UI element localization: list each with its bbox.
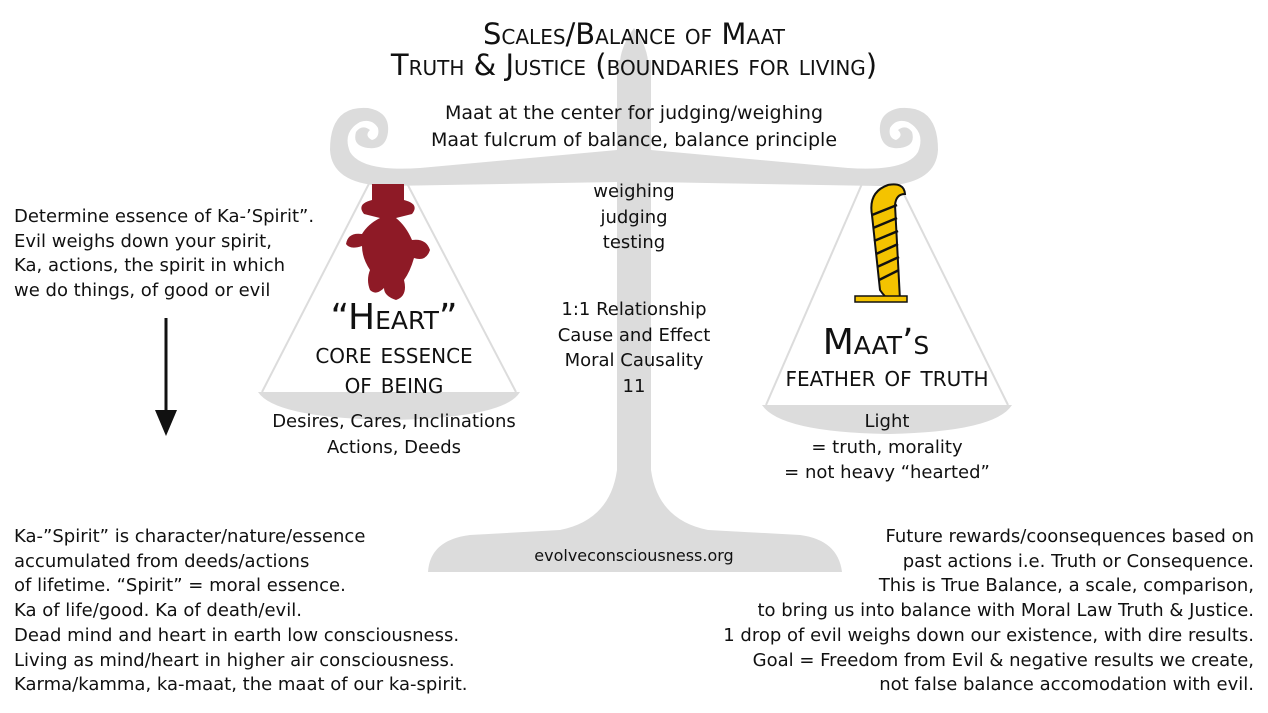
relationship-item: Moral Causality [564,350,704,371]
bottom-left-text: Ka-”Spirit” is character/nature/essence … [14,525,468,698]
feather-icon [854,183,908,303]
feather-heading: Maat’s [822,322,930,363]
feather-desc-line: Light [864,411,910,432]
heart-icon [346,184,430,300]
center-process: weighing judging testing [534,179,734,256]
heart-sub-2: of being [344,367,444,400]
bottom-right-line: not false balance accomodation with evil… [879,674,1254,696]
scale-beam [330,107,938,186]
bottom-right-line: This is True Balance, a scale, compariso… [878,575,1254,597]
subtitle-line: Maat fulcrum of balance, balance princip… [430,129,838,151]
heart-heading: “Heart” [330,297,458,338]
left-pan-string [399,169,517,393]
right-pan-string [765,169,869,406]
title-line-2: Truth & Justice (boundaries for living) [390,48,878,82]
relationship-item: 1:1 Relationship [561,299,707,320]
website-link[interactable]: evolveconsciousness.org [534,546,734,565]
bottom-left-line: Dead mind and heart in earth low conscio… [14,624,460,646]
scale-right-pan [762,405,1012,434]
relationship-item: Cause and Effect [557,324,711,346]
heart-desc-line: Actions, Deeds [326,436,461,458]
bottom-left-line: Karma/kamma, ka-maat, the maat of our ka… [14,674,468,696]
feather-description: Light = truth, morality = not heavy “hea… [737,409,1037,486]
bottom-left-line: Ka-”Spirit” is character/nature/essence [14,526,366,547]
process-item: testing [602,232,666,253]
left-note-line: Determine essence of Ka-’Spirit”. [14,206,315,227]
heart-sub-1: core essence [315,337,473,370]
bottom-left-line: of lifetime. “Spirit” = moral essence. [14,575,346,597]
scale-finial [619,28,649,70]
left-note-line: Evil weighs down your spirit, [14,230,272,252]
feather-desc-line: = not heavy “hearted” [784,462,990,483]
subtitle: Maat at the center for judging/weighing … [384,100,884,154]
process-item: weighing [593,181,675,202]
scale-left-pan [258,392,520,420]
title-line-1: Scales/Balance of Maat [482,17,786,51]
bottom-right-line: Future rewards/coonsequences based on [885,526,1254,547]
right-pan-string [891,169,1009,406]
bottom-left-line: accumulated from deeds/actions [14,550,310,572]
left-pan-string [261,169,377,393]
relationship-item: 11 [622,375,646,397]
process-item: judging [600,206,668,228]
bottom-right-line: 1 drop of evil weighs down our existence… [723,624,1254,646]
heart-desc-line: Desires, Cares, Inclinations [272,411,516,432]
bottom-right-line: Goal = Freedom from Evil & negative resu… [752,649,1254,671]
heart-description: Desires, Cares, Inclinations Actions, De… [244,409,544,460]
feather-sub: feather of truth [785,360,989,393]
bottom-left-line: Living as mind/heart in higher air consc… [14,649,455,671]
left-note-line: Ka, actions, the spirit in which [14,255,286,277]
bottom-right-line: to bring us into balance with Moral Law … [757,600,1254,622]
left-note-line: we do things, of good or evil [14,280,271,302]
bottom-right-text: Future rewards/coonsequences based on pa… [723,525,1254,698]
scale-base [428,470,842,572]
down-arrow-icon [155,318,177,436]
bottom-left-line: Ka of life/good. Ka of death/evil. [14,600,302,622]
feather-desc-line: = truth, morality [811,436,963,458]
left-note: Determine essence of Ka-’Spirit”. Evil w… [14,205,314,304]
subtitle-line: Maat at the center for judging/weighing [444,102,824,124]
bottom-right-line: past actions i.e. Truth or Consequence. [902,550,1254,572]
center-relationship: 1:1 Relationship Cause and Effect Moral … [534,297,734,399]
scale-pillar [617,60,651,540]
